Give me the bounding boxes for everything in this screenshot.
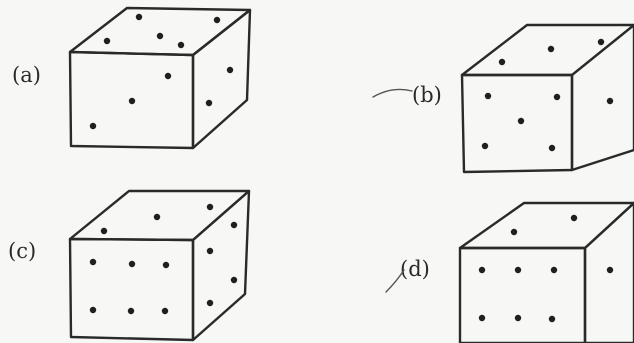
- cube-d[interactable]: [458, 201, 634, 343]
- pen-mark-b: [372, 88, 413, 98]
- dot: [484, 92, 492, 100]
- dot: [478, 266, 486, 274]
- cube-b[interactable]: [460, 23, 634, 174]
- dot: [135, 13, 143, 21]
- dot: [550, 266, 558, 274]
- dot: [206, 203, 214, 211]
- dot: [164, 72, 172, 80]
- dot: [481, 142, 489, 150]
- dot: [498, 58, 506, 66]
- dot: [514, 266, 522, 274]
- cube-b-front-face: [460, 73, 574, 174]
- dot: [606, 97, 614, 105]
- dot: [177, 41, 185, 49]
- dot: [548, 315, 556, 323]
- cube-d-right-face: [583, 201, 634, 343]
- dot: [514, 314, 522, 322]
- cube-c-front-face: [68, 237, 195, 342]
- dot: [162, 261, 170, 269]
- cube-b-right-face: [570, 23, 634, 172]
- dot: [517, 117, 525, 125]
- dot: [510, 228, 518, 236]
- cube-d-front-face: [458, 246, 587, 343]
- dot: [206, 247, 214, 255]
- dot: [153, 213, 161, 221]
- dot: [103, 37, 111, 45]
- dot: [606, 266, 614, 274]
- option-b-label[interactable]: (b): [412, 83, 442, 107]
- dot: [89, 306, 97, 314]
- dot: [89, 258, 97, 266]
- dot: [547, 45, 555, 53]
- dot: [127, 307, 135, 315]
- dot: [89, 122, 97, 130]
- dot: [553, 93, 561, 101]
- dot: [597, 38, 605, 46]
- dot: [128, 97, 136, 105]
- dot: [205, 99, 213, 107]
- option-d-label[interactable]: (d): [400, 257, 430, 281]
- dot: [570, 214, 578, 222]
- pen-mark-d: [385, 269, 405, 293]
- option-a-label[interactable]: (a): [12, 63, 41, 87]
- dot: [230, 221, 238, 229]
- dot: [226, 66, 234, 74]
- dot: [128, 260, 136, 268]
- cube-c[interactable]: [68, 189, 251, 342]
- dot: [230, 276, 238, 284]
- cube-c-right-face: [191, 189, 251, 342]
- cube-a[interactable]: [68, 6, 252, 150]
- cube-a-right-face: [191, 8, 252, 150]
- dot: [548, 144, 556, 152]
- dot: [213, 16, 221, 24]
- dot: [100, 227, 108, 235]
- dot: [156, 32, 164, 40]
- dot: [161, 307, 169, 315]
- option-c-label[interactable]: (c): [8, 239, 36, 263]
- dot: [206, 299, 214, 307]
- dot: [478, 314, 486, 322]
